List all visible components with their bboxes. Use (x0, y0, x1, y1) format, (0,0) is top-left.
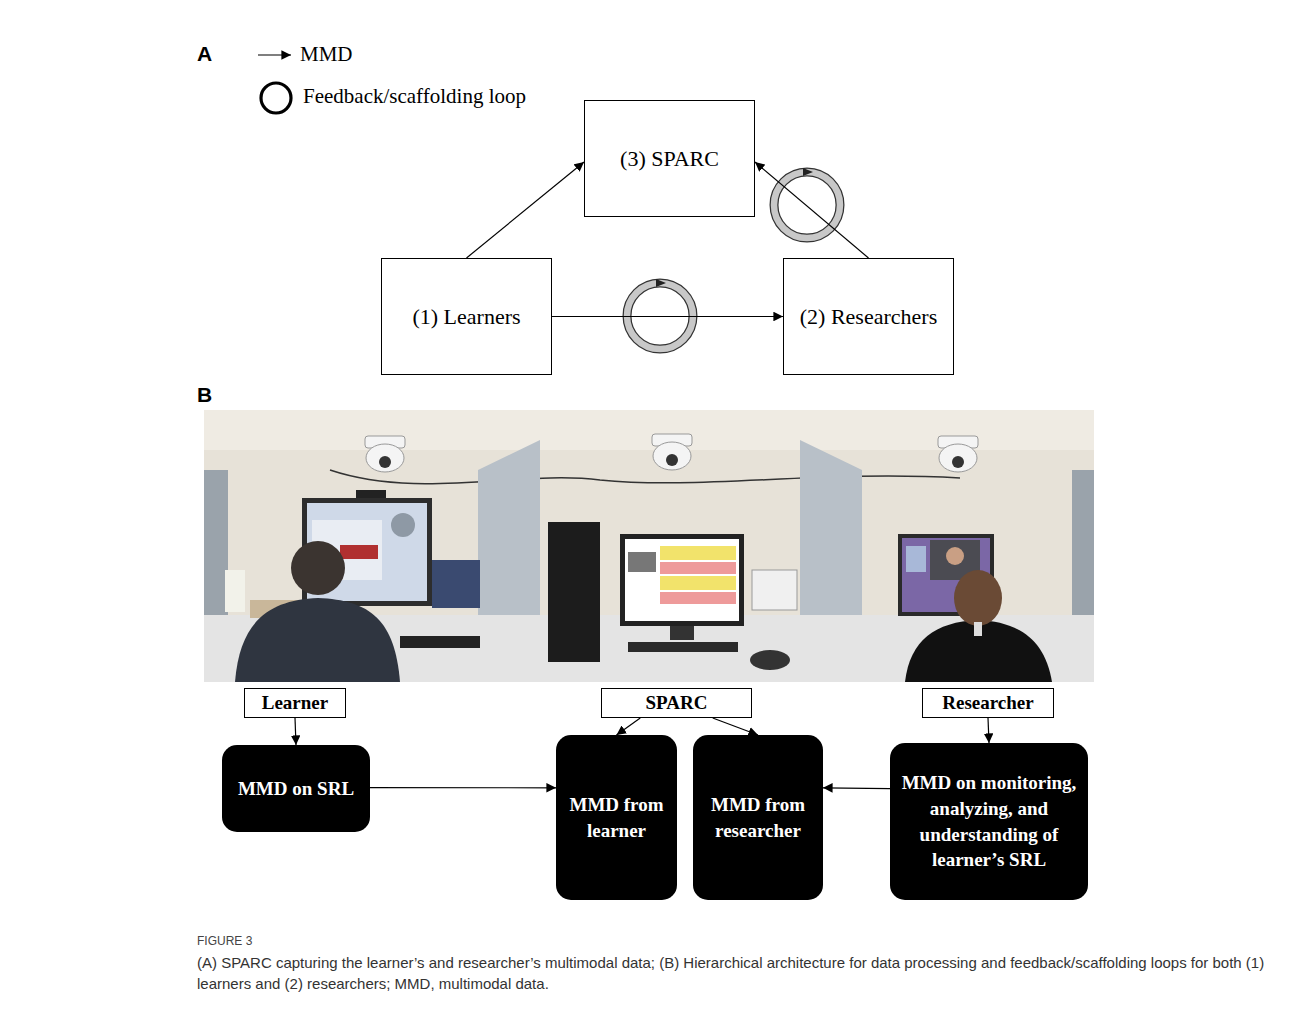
legend-text: Feedback/scaffolding loop (303, 84, 526, 108)
lab-photo (204, 410, 1094, 682)
legend-arrow-sample (258, 54, 291, 55)
connector-arrow (295, 718, 296, 745)
feedback-loop-ring (627, 279, 693, 349)
figure-caption: (A) SPARC capturing the learner’s and re… (197, 952, 1277, 994)
panel-letter: A (197, 42, 212, 66)
connector-arrow (370, 787, 556, 788)
connector-arrow (467, 162, 585, 258)
node-text: (2) Researchers (800, 304, 937, 330)
label-box: SPARC (601, 688, 752, 718)
figure-number: FIGURE 3 (197, 934, 252, 948)
legend-loop-sample (261, 83, 291, 113)
node-text: (3) SPARC (620, 146, 719, 172)
connector-arrow (552, 316, 783, 317)
legend-text: MMD (300, 42, 353, 66)
node-text: SPARC (646, 692, 708, 715)
actor-box: (2) Researchers (783, 258, 954, 375)
node-text: Researcher (942, 692, 1033, 715)
data-box: MMD from researcher (693, 735, 823, 900)
feedback-loop-ring (774, 168, 840, 238)
data-box: MMD on SRL (222, 745, 370, 832)
node-text: Learner (262, 692, 328, 715)
connector-arrow (713, 718, 758, 735)
connector-arrow (617, 718, 641, 735)
legend-entry: MMD (300, 42, 353, 67)
legend-entry: Feedback/scaffolding loop (303, 84, 526, 109)
data-box: MMD from learner (556, 735, 677, 900)
panel-letter: B (197, 383, 212, 407)
node-text: MMD on monitoring, analyzing, and unders… (898, 770, 1080, 873)
node-text: MMD on SRL (238, 776, 354, 802)
node-text: MMD from learner (564, 792, 669, 843)
node-text: (1) Learners (412, 304, 520, 330)
label-box: Researcher (922, 688, 1054, 718)
data-box: MMD on monitoring, analyzing, and unders… (890, 743, 1088, 900)
node-text: MMD from researcher (701, 792, 815, 843)
hub-box: (3) SPARC (584, 100, 755, 217)
connector-arrow (823, 787, 890, 789)
actor-box: (1) Learners (381, 258, 552, 375)
label-box: Learner (244, 688, 346, 718)
connector-arrow (755, 162, 869, 258)
connector-arrow (988, 718, 989, 743)
